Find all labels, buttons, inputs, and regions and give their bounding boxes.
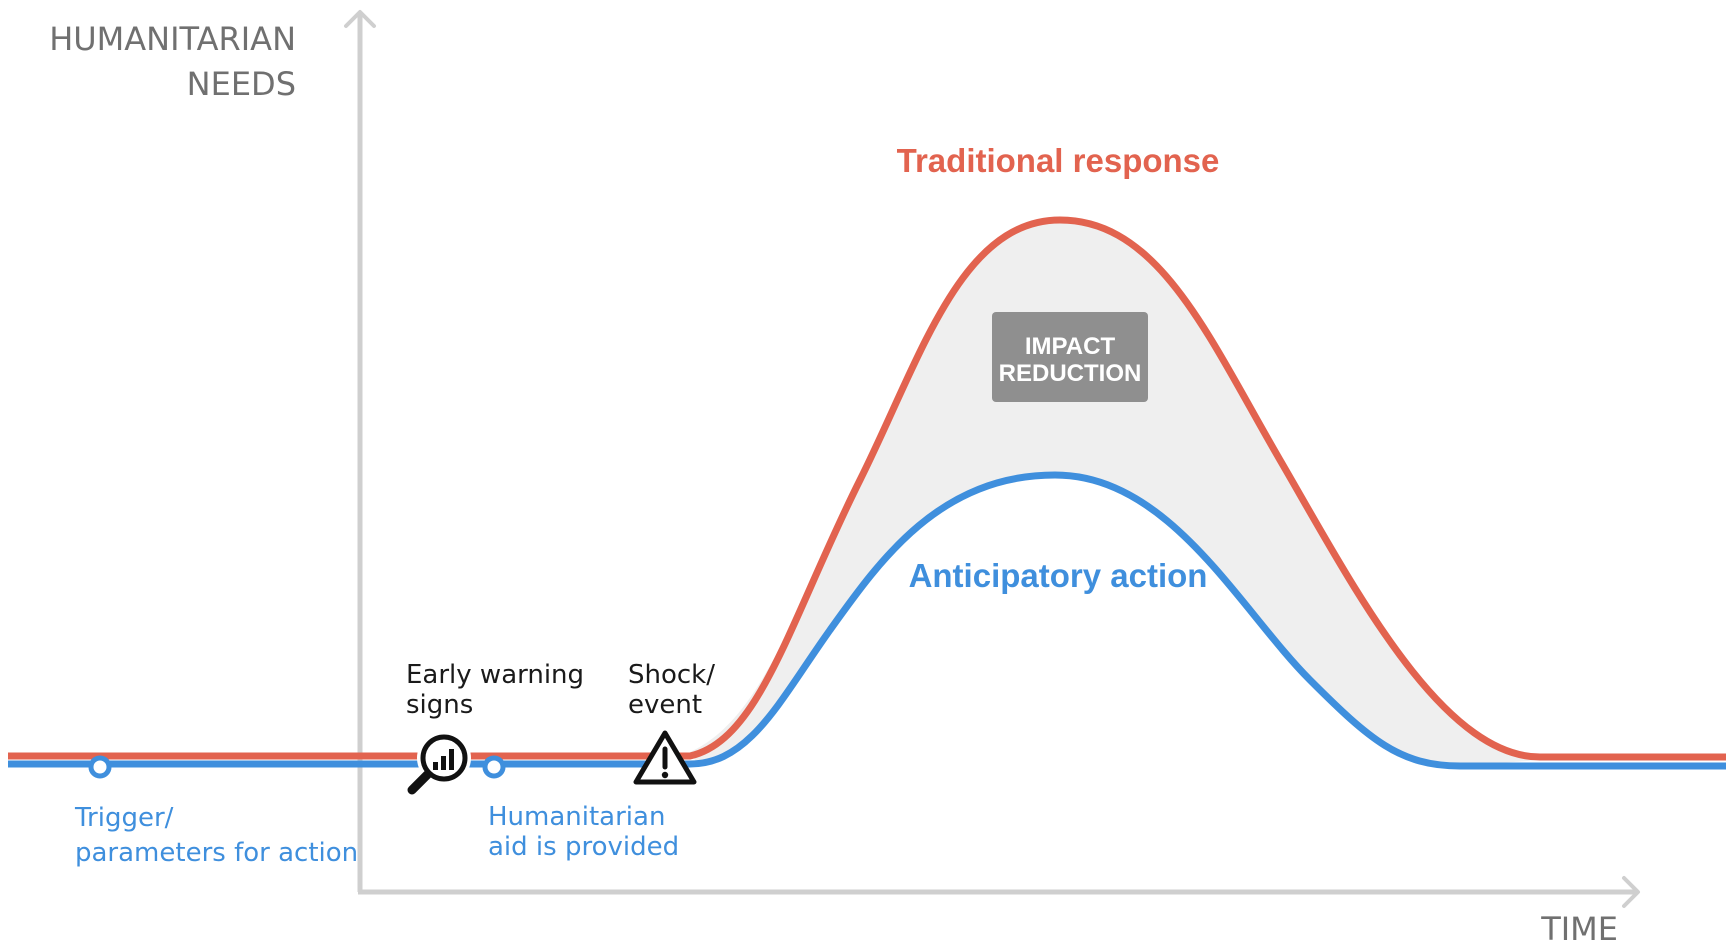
trigger-label-line2: parameters for action — [75, 838, 358, 868]
impact-reduction-line2: REDUCTION — [999, 360, 1142, 387]
trigger-label-line1: Trigger/ — [74, 803, 174, 833]
early-warning-label-line2: signs — [406, 690, 473, 720]
magnifier-chart-icon — [407, 731, 471, 795]
y-axis-label-line1: HUMANITARIAN — [49, 20, 296, 58]
impact-reduction-line1: IMPACT — [1025, 333, 1116, 360]
shock-label-line2: event — [628, 690, 702, 720]
impact-reduction-area — [690, 220, 1540, 766]
warning-triangle-icon — [633, 730, 697, 785]
traditional-response-label: Traditional response — [897, 142, 1220, 179]
x-axis-arrowhead — [1622, 876, 1640, 908]
aid-marker — [482, 755, 506, 779]
y-axis-label-line2: NEEDS — [187, 65, 296, 103]
anticipatory-action-label: Anticipatory action — [909, 557, 1208, 594]
impact-reduction-badge — [992, 312, 1148, 402]
x-axis-label: TIME — [1540, 910, 1618, 946]
traditional-response-curve — [8, 216, 1726, 761]
trigger-marker — [88, 755, 112, 779]
y-axis-arrowhead — [344, 10, 376, 28]
aid-label-line2: aid is provided — [488, 832, 679, 862]
aid-label-line1: Humanitarian — [488, 802, 665, 832]
shock-label-line1: Shock/ — [628, 660, 715, 690]
early-warning-label-line1: Early warning — [406, 660, 584, 690]
anticipatory-action-curve — [8, 471, 1726, 770]
